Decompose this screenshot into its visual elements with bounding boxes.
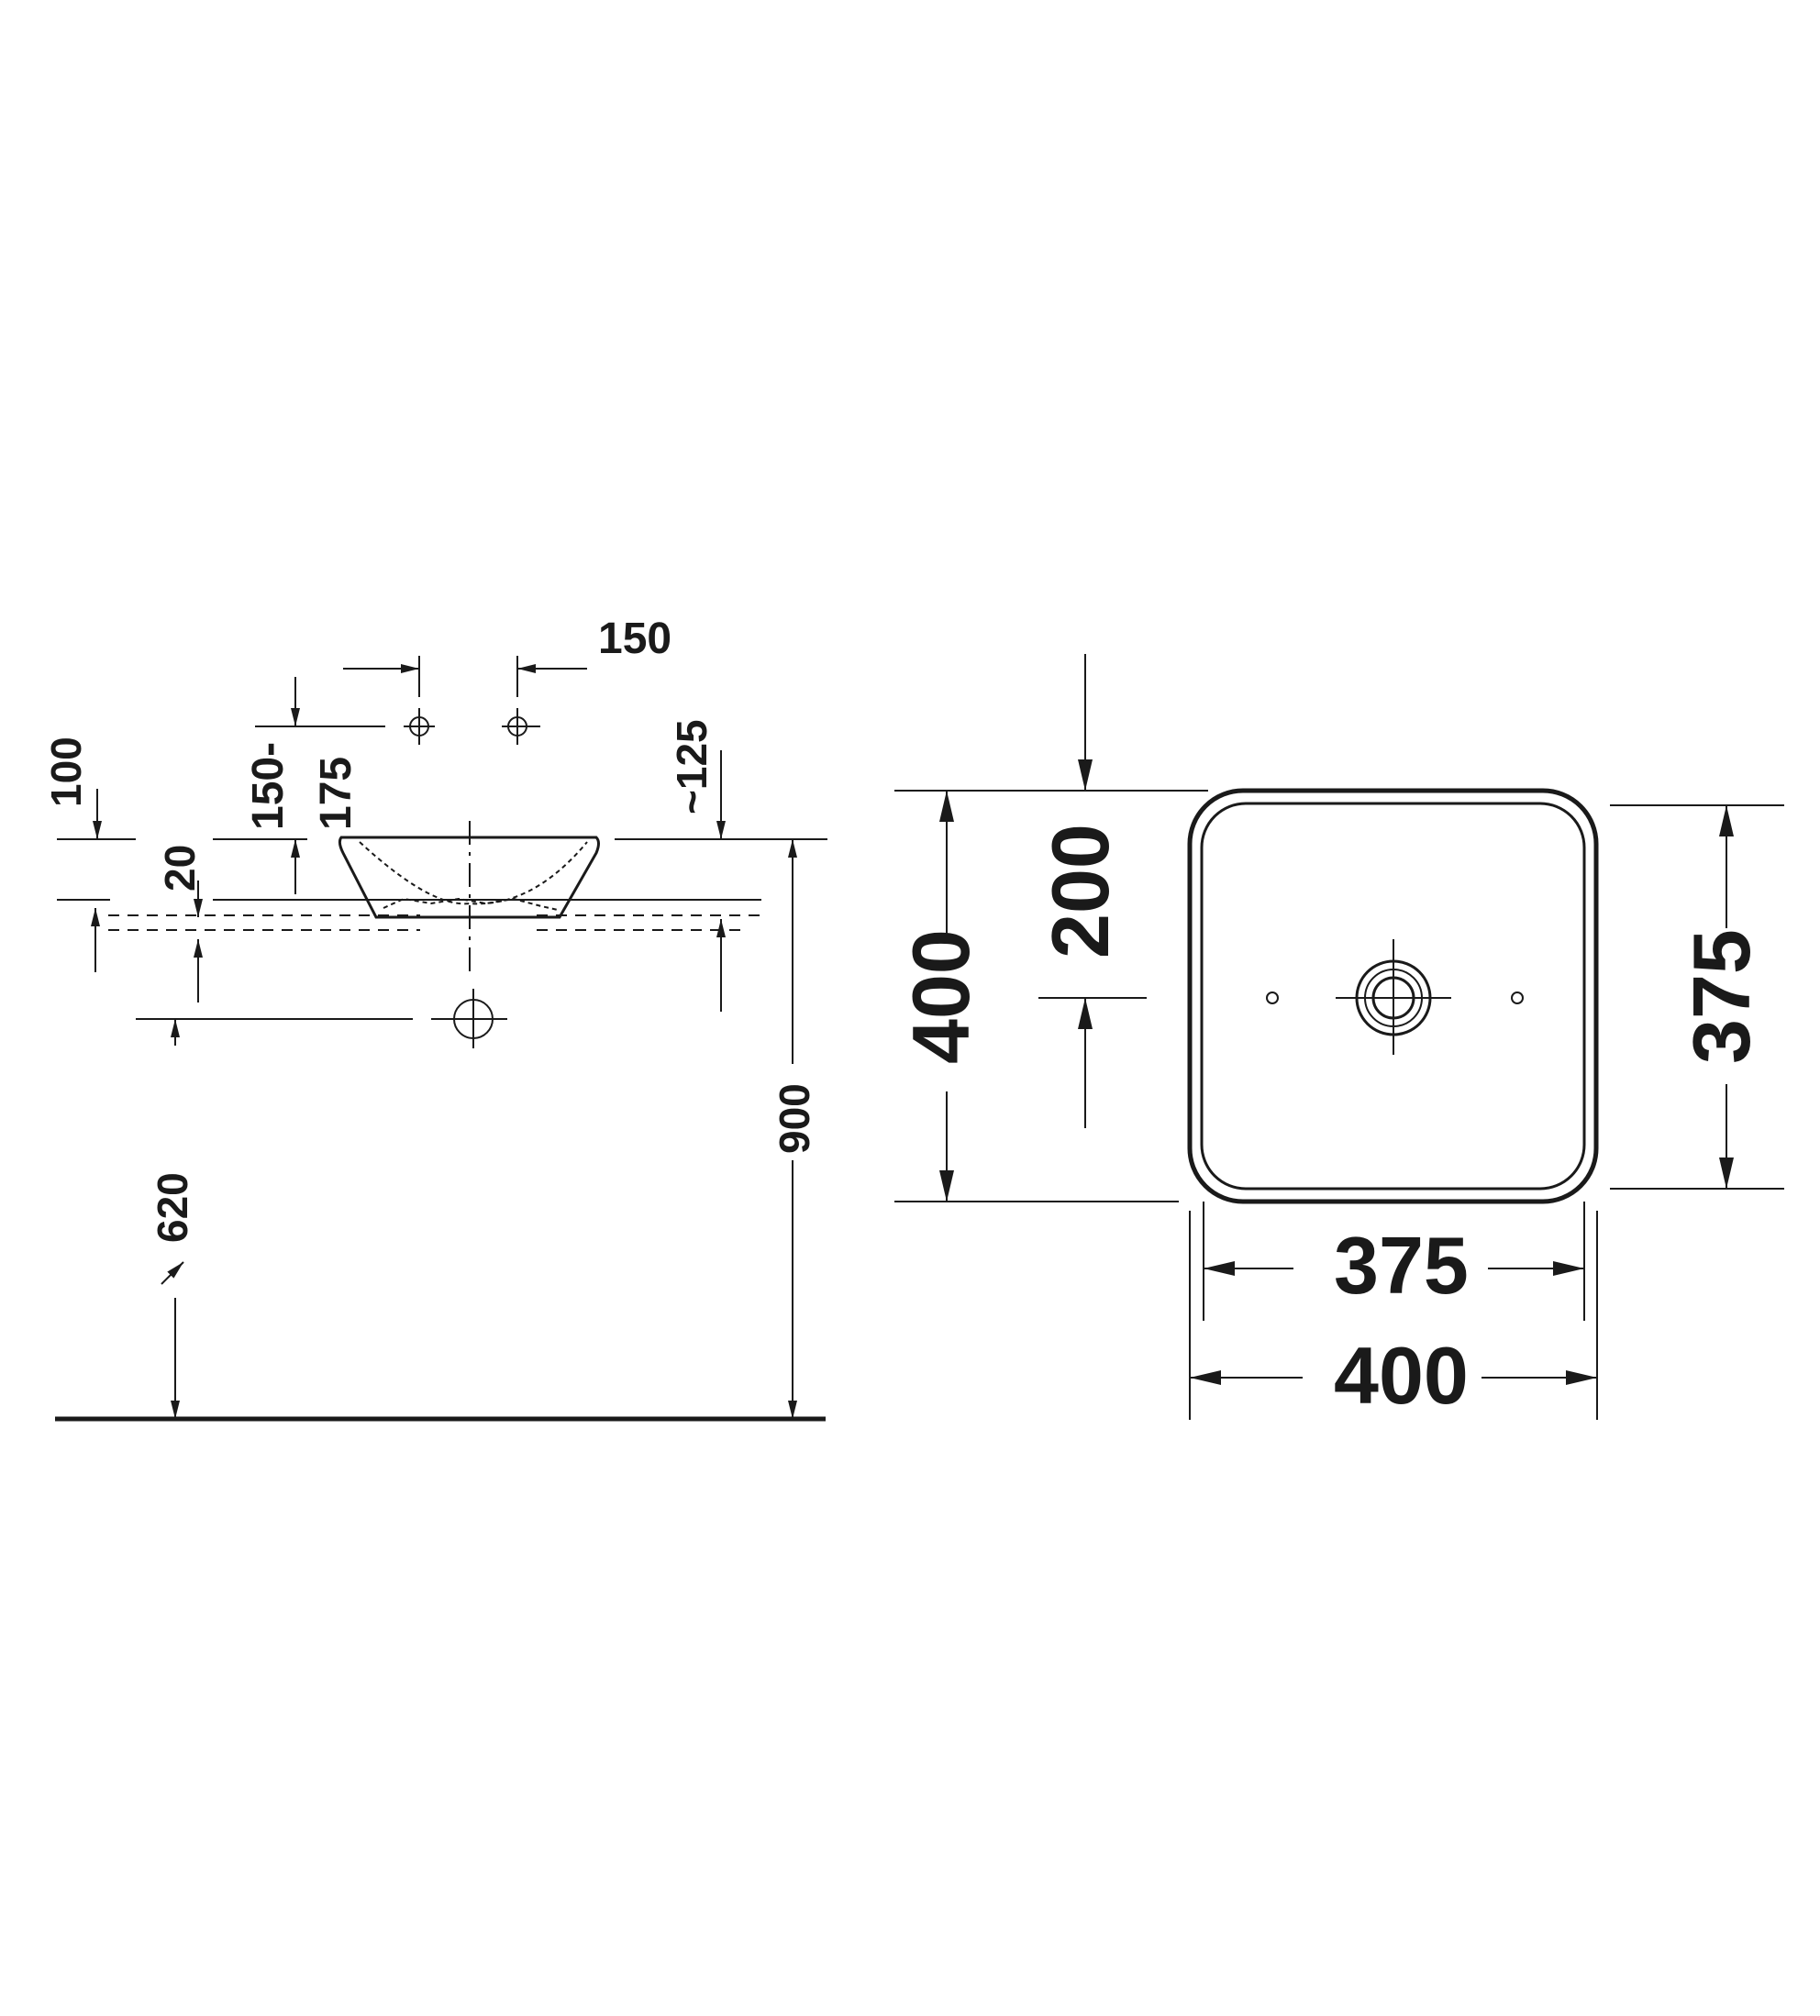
dim-label-125: ~125 (668, 719, 716, 814)
basin-inner-outline (1200, 802, 1586, 1191)
dim-label-100: 100 (42, 737, 90, 807)
tap-point-right (1511, 991, 1524, 1004)
dim-arrow-waste-620-diag (161, 1261, 184, 1285)
side-view: 150 150- 175 100 20 ~125 620 (42, 615, 827, 1422)
tap-hole-left-symbol (404, 708, 435, 745)
dim-label-375-width: 375 (1334, 1220, 1469, 1311)
tap-point-left (1266, 991, 1279, 1004)
plan-view: 400 200 375 375 400 (894, 654, 1784, 1421)
basin-profile (338, 836, 600, 919)
dim-label-tap-height-line2: 175 (312, 757, 361, 830)
waste-outlet-symbol (431, 989, 507, 1048)
dim-label-375-depth: 375 (1676, 929, 1767, 1064)
tap-hole-right-symbol (502, 708, 540, 745)
dim-label-150: 150 (598, 615, 671, 663)
dim-label-400-depth: 400 (895, 929, 986, 1064)
dim-label-200: 200 (1035, 824, 1126, 958)
dim-label-20: 20 (156, 845, 204, 892)
drain-symbol (1336, 939, 1451, 1055)
basin-outer-outline (1187, 788, 1599, 1204)
dim-label-900: 900 (771, 1083, 818, 1154)
dim-label-400-width: 400 (1334, 1330, 1469, 1421)
basin-bowl-hidden (359, 841, 588, 905)
dim-label-620: 620 (149, 1172, 196, 1243)
basin-drain-detail (383, 897, 559, 911)
dim-label-tap-height-line1: 150- (244, 742, 293, 830)
